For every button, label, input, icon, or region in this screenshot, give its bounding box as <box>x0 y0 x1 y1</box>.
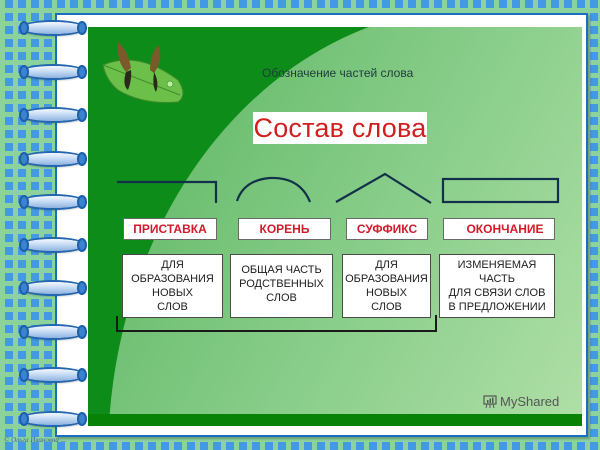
presentation-chart-icon <box>483 394 497 408</box>
prefix-bracket-icon <box>117 180 218 203</box>
spiral-ring-icon <box>19 325 87 339</box>
spiral-ring-icon <box>19 238 87 252</box>
spiral-ring-icon <box>19 65 87 79</box>
desc-line: ИЗМЕНЯЕМАЯ <box>457 259 537 271</box>
desc-line: НОВЫХ <box>152 287 193 299</box>
watermark[interactable]: MyShared <box>483 394 559 409</box>
label-prefix: ПРИСТАВКА <box>123 218 217 240</box>
label-ending-text: ОКОНЧАНИЕ <box>466 222 544 236</box>
desc-line: СЛОВ <box>157 301 188 313</box>
desc-root: ОБЩАЯ ЧАСТЬ РОДСТВЕННЫХ СЛОВ <box>230 254 333 318</box>
spiral-ring-icon <box>19 368 87 382</box>
spiral-ring-icon <box>19 108 87 122</box>
desc-line: ДЛЯ СВЯЗИ СЛОВ <box>448 287 546 299</box>
watermark-text: MyShared <box>500 394 560 409</box>
desc-suffix: ДЛЯ ОБРАЗОВАНИЯ НОВЫХ СЛОВ <box>342 254 431 318</box>
desc-line: ОБЩАЯ ЧАСТЬ <box>241 264 322 276</box>
desc-line: В ПРЕДЛОЖЕНИИ <box>448 301 546 313</box>
desc-line: ДЛЯ <box>161 259 184 271</box>
desc-line: СЛОВ <box>266 292 297 304</box>
label-root-text: КОРЕНЬ <box>259 222 310 236</box>
spiral-ring-icon <box>19 152 87 166</box>
bottom-green-bar <box>88 414 582 426</box>
desc-line: СЛОВ <box>371 301 402 313</box>
desc-line: ДЛЯ <box>375 259 398 271</box>
label-ending: ОКОНЧАНИЕ <box>443 218 555 240</box>
label-suffix-text: СУФФИКС <box>356 222 418 236</box>
desc-line: ОБРАЗОВАНИЯ <box>345 273 428 285</box>
slide-title: Состав слова <box>253 113 427 143</box>
label-suffix: СУФФИКС <box>346 218 428 240</box>
root-arc-icon <box>235 176 312 203</box>
desc-line: РОДСТВЕННЫХ <box>239 278 324 290</box>
spiral-ring-icon <box>19 412 87 426</box>
spiral-ring-icon <box>19 281 87 295</box>
stem-bracket-icon <box>116 315 437 332</box>
desc-line: НОВЫХ <box>366 287 407 299</box>
desc-line: ОБРАЗОВАНИЯ <box>131 273 214 285</box>
title-box: Состав слова <box>253 112 427 144</box>
author-credit: © Ольга Ивановна ... <box>4 436 66 444</box>
desc-prefix: ДЛЯ ОБРАЗОВАНИЯ НОВЫХ СЛОВ <box>122 254 223 318</box>
label-root: КОРЕНЬ <box>238 218 331 240</box>
spiral-ring-icon <box>19 21 87 35</box>
ending-box-icon <box>441 177 560 204</box>
label-prefix-text: ПРИСТАВКА <box>133 222 207 236</box>
butterfly-leaf-icon <box>102 42 184 103</box>
spiral-ring-icon <box>19 195 87 209</box>
desc-ending: ИЗМЕНЯЕМАЯ ЧАСТЬ ДЛЯ СВЯЗИ СЛОВ В ПРЕДЛО… <box>439 254 555 318</box>
desc-line: ЧАСТЬ <box>479 273 515 285</box>
slide-subtitle: Обозначение частей слова <box>262 66 414 80</box>
suffix-caret-icon <box>335 172 432 204</box>
